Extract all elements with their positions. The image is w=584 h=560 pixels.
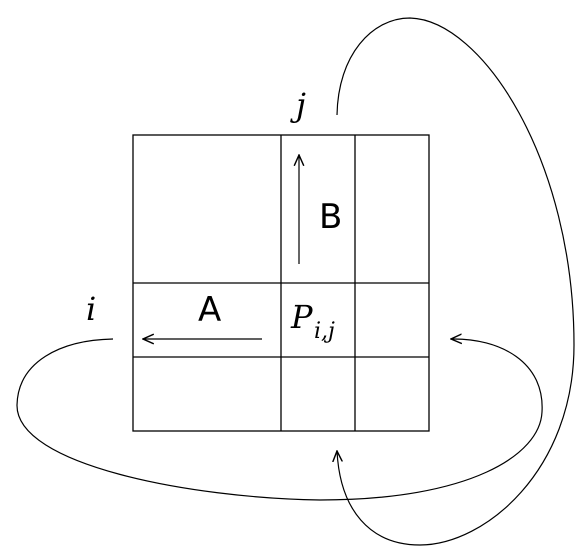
row-block-label: A xyxy=(198,290,221,330)
column-block-label: B xyxy=(319,197,342,237)
row-wrap-curve xyxy=(16,339,543,501)
pivot-block-subscript: i,j xyxy=(314,319,335,344)
column-wrap-curve xyxy=(337,17,575,546)
pivot-block-label: P xyxy=(290,298,313,336)
row-index-label: i xyxy=(86,290,96,328)
column-index-label: j xyxy=(290,86,306,124)
